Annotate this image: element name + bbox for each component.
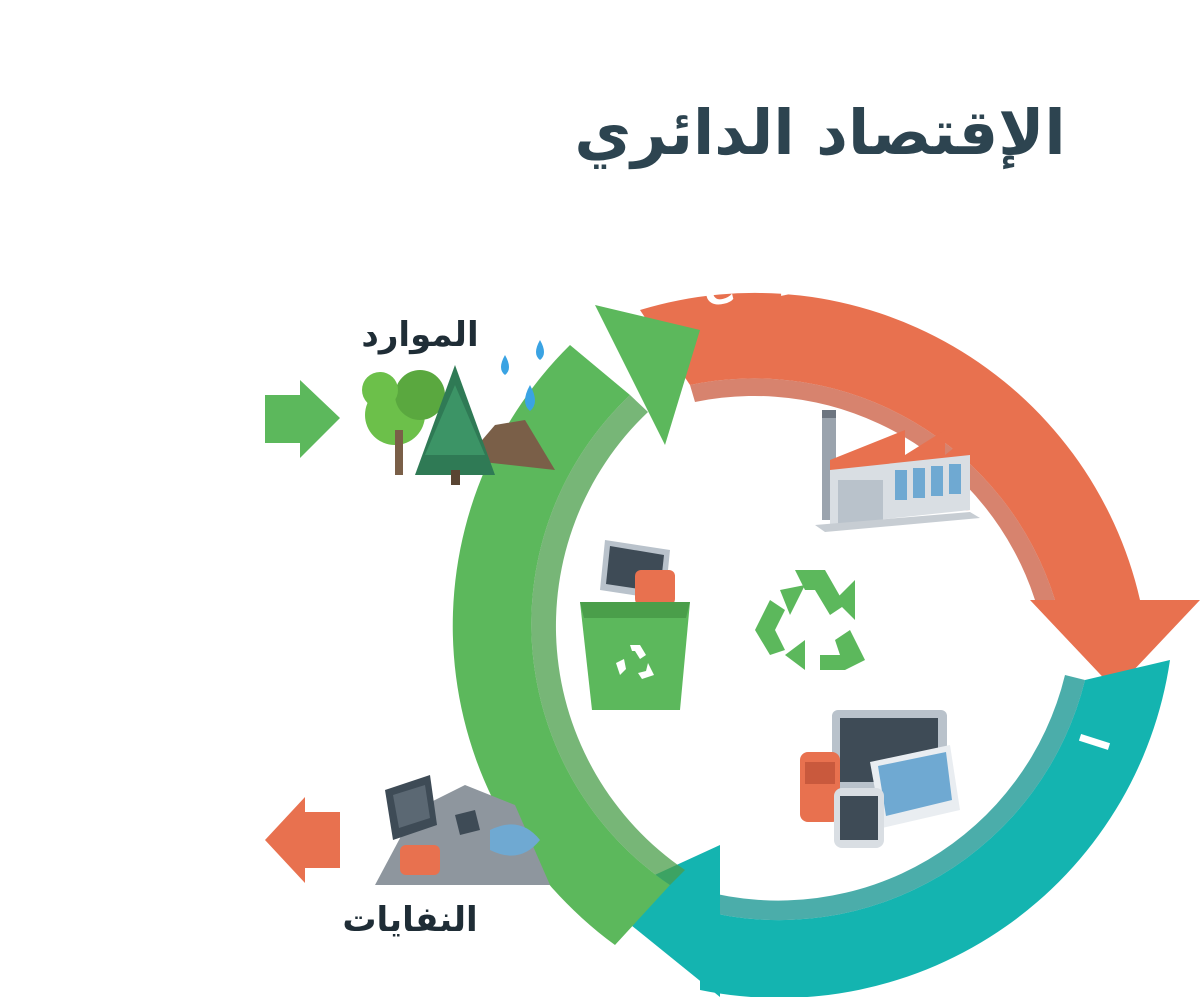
recycle-icon (755, 570, 865, 670)
waste-pile-icon (375, 775, 550, 885)
resources-label: الموارد (361, 315, 479, 355)
recycle-bin-icon (580, 540, 690, 710)
consumption-arrow (600, 660, 1170, 997)
factory-icon (815, 410, 980, 532)
resources-arrow (265, 380, 340, 458)
waste-label: النفايات (342, 900, 478, 940)
trees-water-icon (362, 340, 555, 485)
page-title: الإقتصاد الدائري (574, 96, 1066, 169)
waste-arrow (265, 797, 340, 883)
recycling-arrow (452, 305, 700, 945)
electronics-icon (800, 710, 960, 848)
production-arrow (640, 292, 1200, 690)
